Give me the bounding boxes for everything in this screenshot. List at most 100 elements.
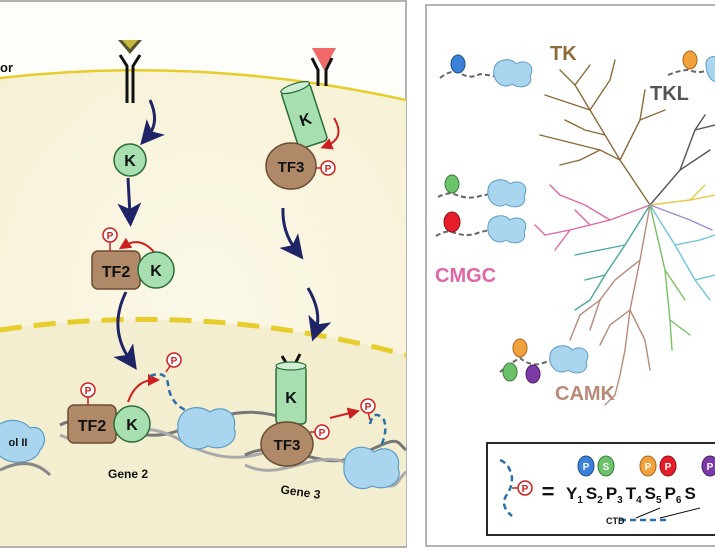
receptor-1 <box>118 40 142 103</box>
tf3-label: TF3 <box>278 159 305 176</box>
kinase-node-1: K <box>113 143 147 177</box>
ste-branch <box>649 184 715 206</box>
svg-text:P: P <box>645 462 652 473</box>
residue-letter: S <box>645 484 656 503</box>
residue-index: 6 <box>676 495 682 506</box>
residue-index: 2 <box>597 495 603 506</box>
residue-index: 5 <box>656 495 662 506</box>
dna-strand <box>0 462 52 477</box>
phospho-arrow <box>118 237 155 253</box>
badge-y1 <box>577 455 595 477</box>
badge-s2 <box>597 455 615 477</box>
gene-3-region: K TF3 P P Gene 3 <box>244 353 408 502</box>
pol-ii-icon <box>0 419 45 463</box>
badge-s5 <box>659 455 677 477</box>
arrow-4 <box>279 207 304 260</box>
residue-index: 1 <box>577 495 583 506</box>
residue-letter: P <box>606 484 617 503</box>
kinome-tree <box>534 59 715 406</box>
tf2-label: TF2 <box>78 418 107 435</box>
group-label-cmgc: CMGC <box>435 265 496 287</box>
phospho-arrow <box>320 117 340 150</box>
nuclear-envelope <box>0 316 407 358</box>
phospho-arrow <box>127 374 160 403</box>
tk-domain-icon <box>439 54 533 88</box>
phospho-badge <box>320 160 336 176</box>
ctd-label: CTD <box>606 516 625 526</box>
residue-letter: S <box>684 484 695 503</box>
right-panel: TK TKL CMGC CAMK <box>425 4 715 547</box>
pol-ii-icon <box>343 446 400 490</box>
tf2-label: TF2 <box>102 264 131 281</box>
kinase-label: K <box>126 417 138 434</box>
arrow-5 <box>306 287 332 342</box>
ligand-2-icon <box>312 48 336 70</box>
phospho-label: P <box>171 356 178 367</box>
left-panel: or K TF2 K P <box>0 0 408 548</box>
camk-branch <box>569 204 651 406</box>
svg-text:P: P <box>583 462 590 473</box>
agc-branch <box>574 204 651 311</box>
pol-ii-left: ol II <box>0 419 52 477</box>
svg-text:P: P <box>707 462 714 473</box>
phospho-badge <box>102 227 118 243</box>
phospho-badge <box>360 398 376 414</box>
phospho-arrow <box>329 407 360 420</box>
arrow-2 <box>117 177 142 227</box>
ck1-branch <box>649 204 715 301</box>
arrow-1 <box>140 99 165 146</box>
residue-letter: S <box>586 484 597 503</box>
svg-text:P: P <box>665 462 672 473</box>
group-label-tk: TK <box>550 43 577 65</box>
pol-ii-icon <box>177 407 236 450</box>
residue-letter: T <box>626 484 637 503</box>
tkl-branch <box>649 114 715 206</box>
phospho-badge <box>517 480 533 496</box>
ctd-tail <box>368 413 387 449</box>
group-label-camk: CAMK <box>555 383 616 405</box>
phospho-label: P <box>365 402 372 413</box>
residue-index: 3 <box>617 495 623 506</box>
tkl-domain-icon <box>667 50 715 83</box>
gene-3-label: Gene 3 <box>280 482 322 501</box>
tk-branch <box>539 59 666 206</box>
other-branch <box>649 204 691 351</box>
camk-domain-icon <box>499 338 589 384</box>
residue-letter: P <box>665 484 676 503</box>
ctd-tail <box>499 458 514 517</box>
equals-sign: = <box>542 479 555 504</box>
cell-membrane <box>0 68 407 102</box>
gene-2-region: TF2 K P P Gene 2 <box>59 352 301 481</box>
ctd-tail <box>149 373 191 414</box>
pol-ii-label: ol II <box>9 437 28 449</box>
cmgc-domain-icon-1 <box>437 174 527 208</box>
phospho-label: P <box>319 428 326 439</box>
receptor-2-icon <box>310 57 334 86</box>
kinase-label: K <box>124 153 136 170</box>
badge-s7 <box>701 455 715 477</box>
receptor-1-icon <box>118 54 142 103</box>
phospho-label: P <box>107 231 114 242</box>
kinase-label: K <box>285 390 297 407</box>
residue-index: 4 <box>636 495 642 506</box>
phospho-label: P <box>522 484 529 495</box>
group-label-tkl: TKL <box>650 83 689 105</box>
tf2-complex: TF2 K P <box>91 227 175 290</box>
phospho-badge <box>314 424 330 440</box>
membrane-label: or <box>0 60 13 75</box>
kinase-label: K <box>298 110 315 130</box>
residue-letter: Y <box>566 484 578 503</box>
arrow-3 <box>113 291 137 370</box>
svg-text:S: S <box>603 462 610 473</box>
phospho-badge <box>80 382 96 398</box>
kinase-label: K <box>150 263 162 280</box>
receptor-2: K <box>280 48 336 149</box>
cmgc-branch <box>534 184 651 251</box>
tf3-label: TF3 <box>274 437 301 454</box>
phospho-label: P <box>85 386 92 397</box>
phospho-badge <box>166 352 182 368</box>
tf3-node-1: TF3 P <box>265 117 340 190</box>
